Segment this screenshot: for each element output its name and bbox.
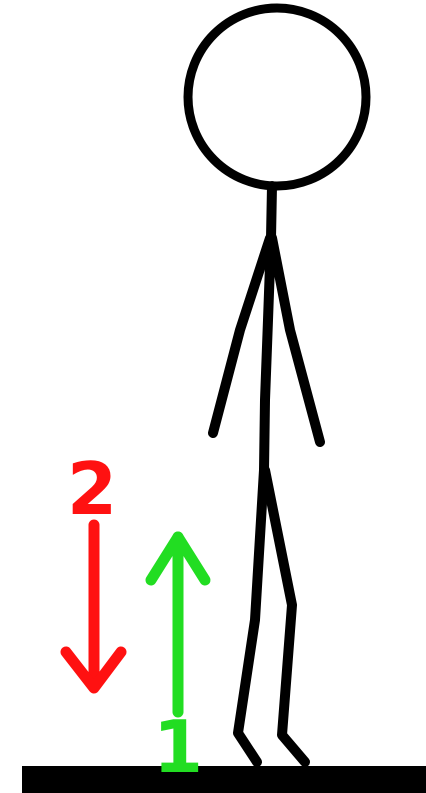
ground-bar <box>22 766 426 793</box>
figure-right-arm <box>272 238 320 442</box>
figure-left-leg <box>238 470 264 762</box>
step-1-label: 1 <box>153 705 203 789</box>
stick-figure <box>188 8 366 762</box>
figure-neck-torso <box>264 186 272 470</box>
figure-head <box>188 8 366 186</box>
step-2-label: 2 <box>67 447 117 531</box>
step-1-up-arrow <box>151 537 205 712</box>
figure-right-leg <box>265 470 305 762</box>
step-2-down-arrow <box>66 525 121 688</box>
